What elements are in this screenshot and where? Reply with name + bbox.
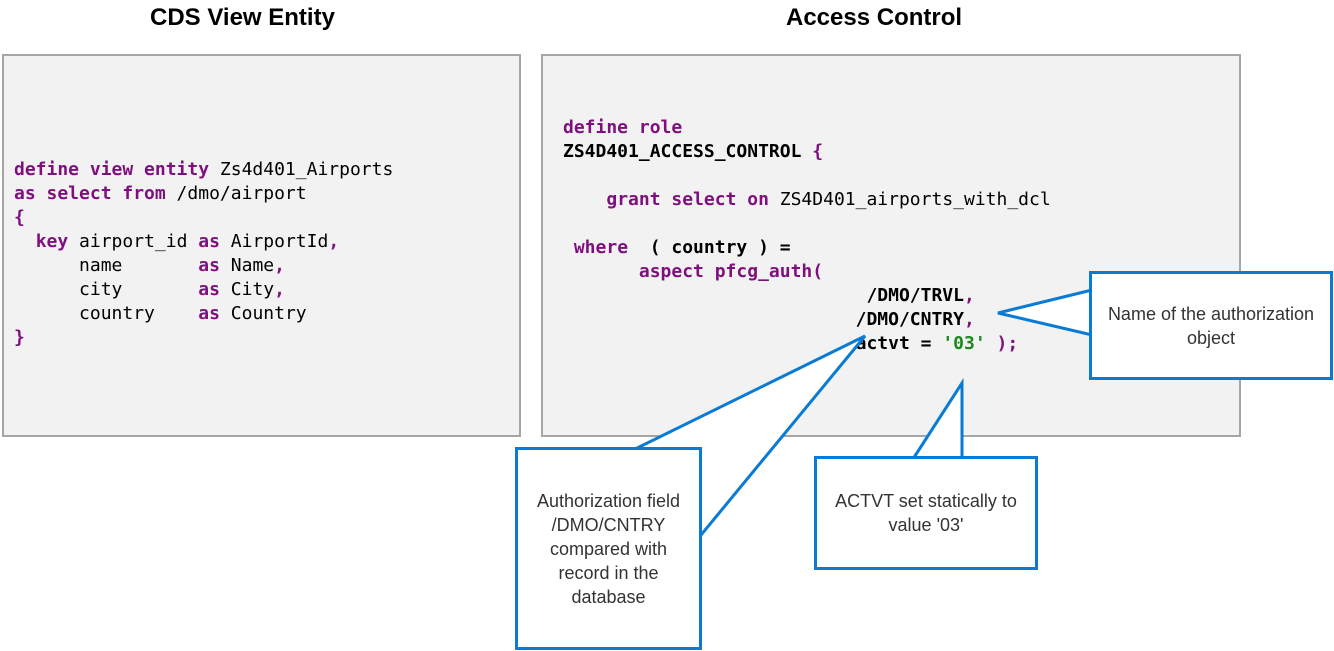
code-keyword: key	[35, 231, 69, 252]
code-punct: ,	[963, 285, 975, 306]
code-text: ZS4D401_airports_with_dcl	[768, 189, 1051, 210]
callout-auth-object-name: Name of the authorization object	[1089, 271, 1333, 380]
code-keyword: where	[573, 237, 629, 258]
access-control-code: define role ZS4D401_ACCESS_CONTROL { gra…	[563, 116, 1051, 356]
code-keyword: define view entity	[14, 159, 210, 180]
callout-actvt: ACTVT set statically to value '03'	[814, 456, 1038, 570]
code-brace: }	[14, 327, 25, 348]
cds-view-entity-panel: define view entity Zs4d401_Airports as s…	[2, 54, 521, 437]
cds-view-entity-heading: CDS View Entity	[150, 4, 335, 31]
code-punct: );	[985, 333, 1019, 354]
role-name: ZS4D401_ACCESS_CONTROL	[563, 141, 802, 162]
actvt-value: '03'	[942, 333, 986, 354]
code-text: /dmo/airport	[165, 183, 307, 204]
code-text: Country	[219, 303, 307, 324]
callout-actvt-text: ACTVT set statically to value '03'	[835, 491, 1017, 535]
code-text: Name	[219, 255, 275, 276]
code-keyword: aspect pfcg_auth(	[638, 261, 824, 282]
auth-object-text: /DMO/TRVL	[866, 285, 964, 306]
code-punct: ,	[274, 255, 285, 276]
code-brace: {	[801, 141, 824, 162]
code-punct: ,	[963, 309, 975, 330]
cds-view-code: define view entity Zs4d401_Airports as s…	[14, 158, 393, 350]
code-brace: {	[14, 207, 25, 228]
code-text: AirportId	[219, 231, 329, 252]
code-text: ( country ) =	[628, 237, 791, 258]
access-control-heading: Access Control	[786, 4, 963, 31]
callout-auth-field-text: Authorization field /DMO/CNTRY compared …	[536, 490, 681, 607]
code-text: country	[79, 303, 199, 324]
code-keyword: as	[198, 303, 220, 324]
code-keyword: as	[198, 255, 220, 276]
code-keyword: define role	[563, 117, 683, 138]
code-text: name	[79, 255, 199, 276]
code-text: City	[219, 279, 275, 300]
auth-field-text: /DMO/CNTRY	[855, 309, 964, 330]
code-keyword: as	[198, 231, 220, 252]
code-text: Zs4d401_Airports	[209, 159, 394, 180]
code-text: city	[79, 279, 199, 300]
callout-auth-object-text: Name of the authorization object	[1107, 303, 1315, 348]
code-punct: ,	[328, 231, 340, 252]
callout-auth-field: Authorization field /DMO/CNTRY compared …	[515, 447, 702, 650]
code-keyword: as	[198, 279, 220, 300]
code-text: airport_id	[68, 231, 199, 252]
code-keyword: grant select on	[606, 189, 769, 210]
actvt-text: actvt =	[855, 333, 943, 354]
code-keyword: as select from	[14, 183, 166, 204]
code-punct: ,	[274, 279, 285, 300]
